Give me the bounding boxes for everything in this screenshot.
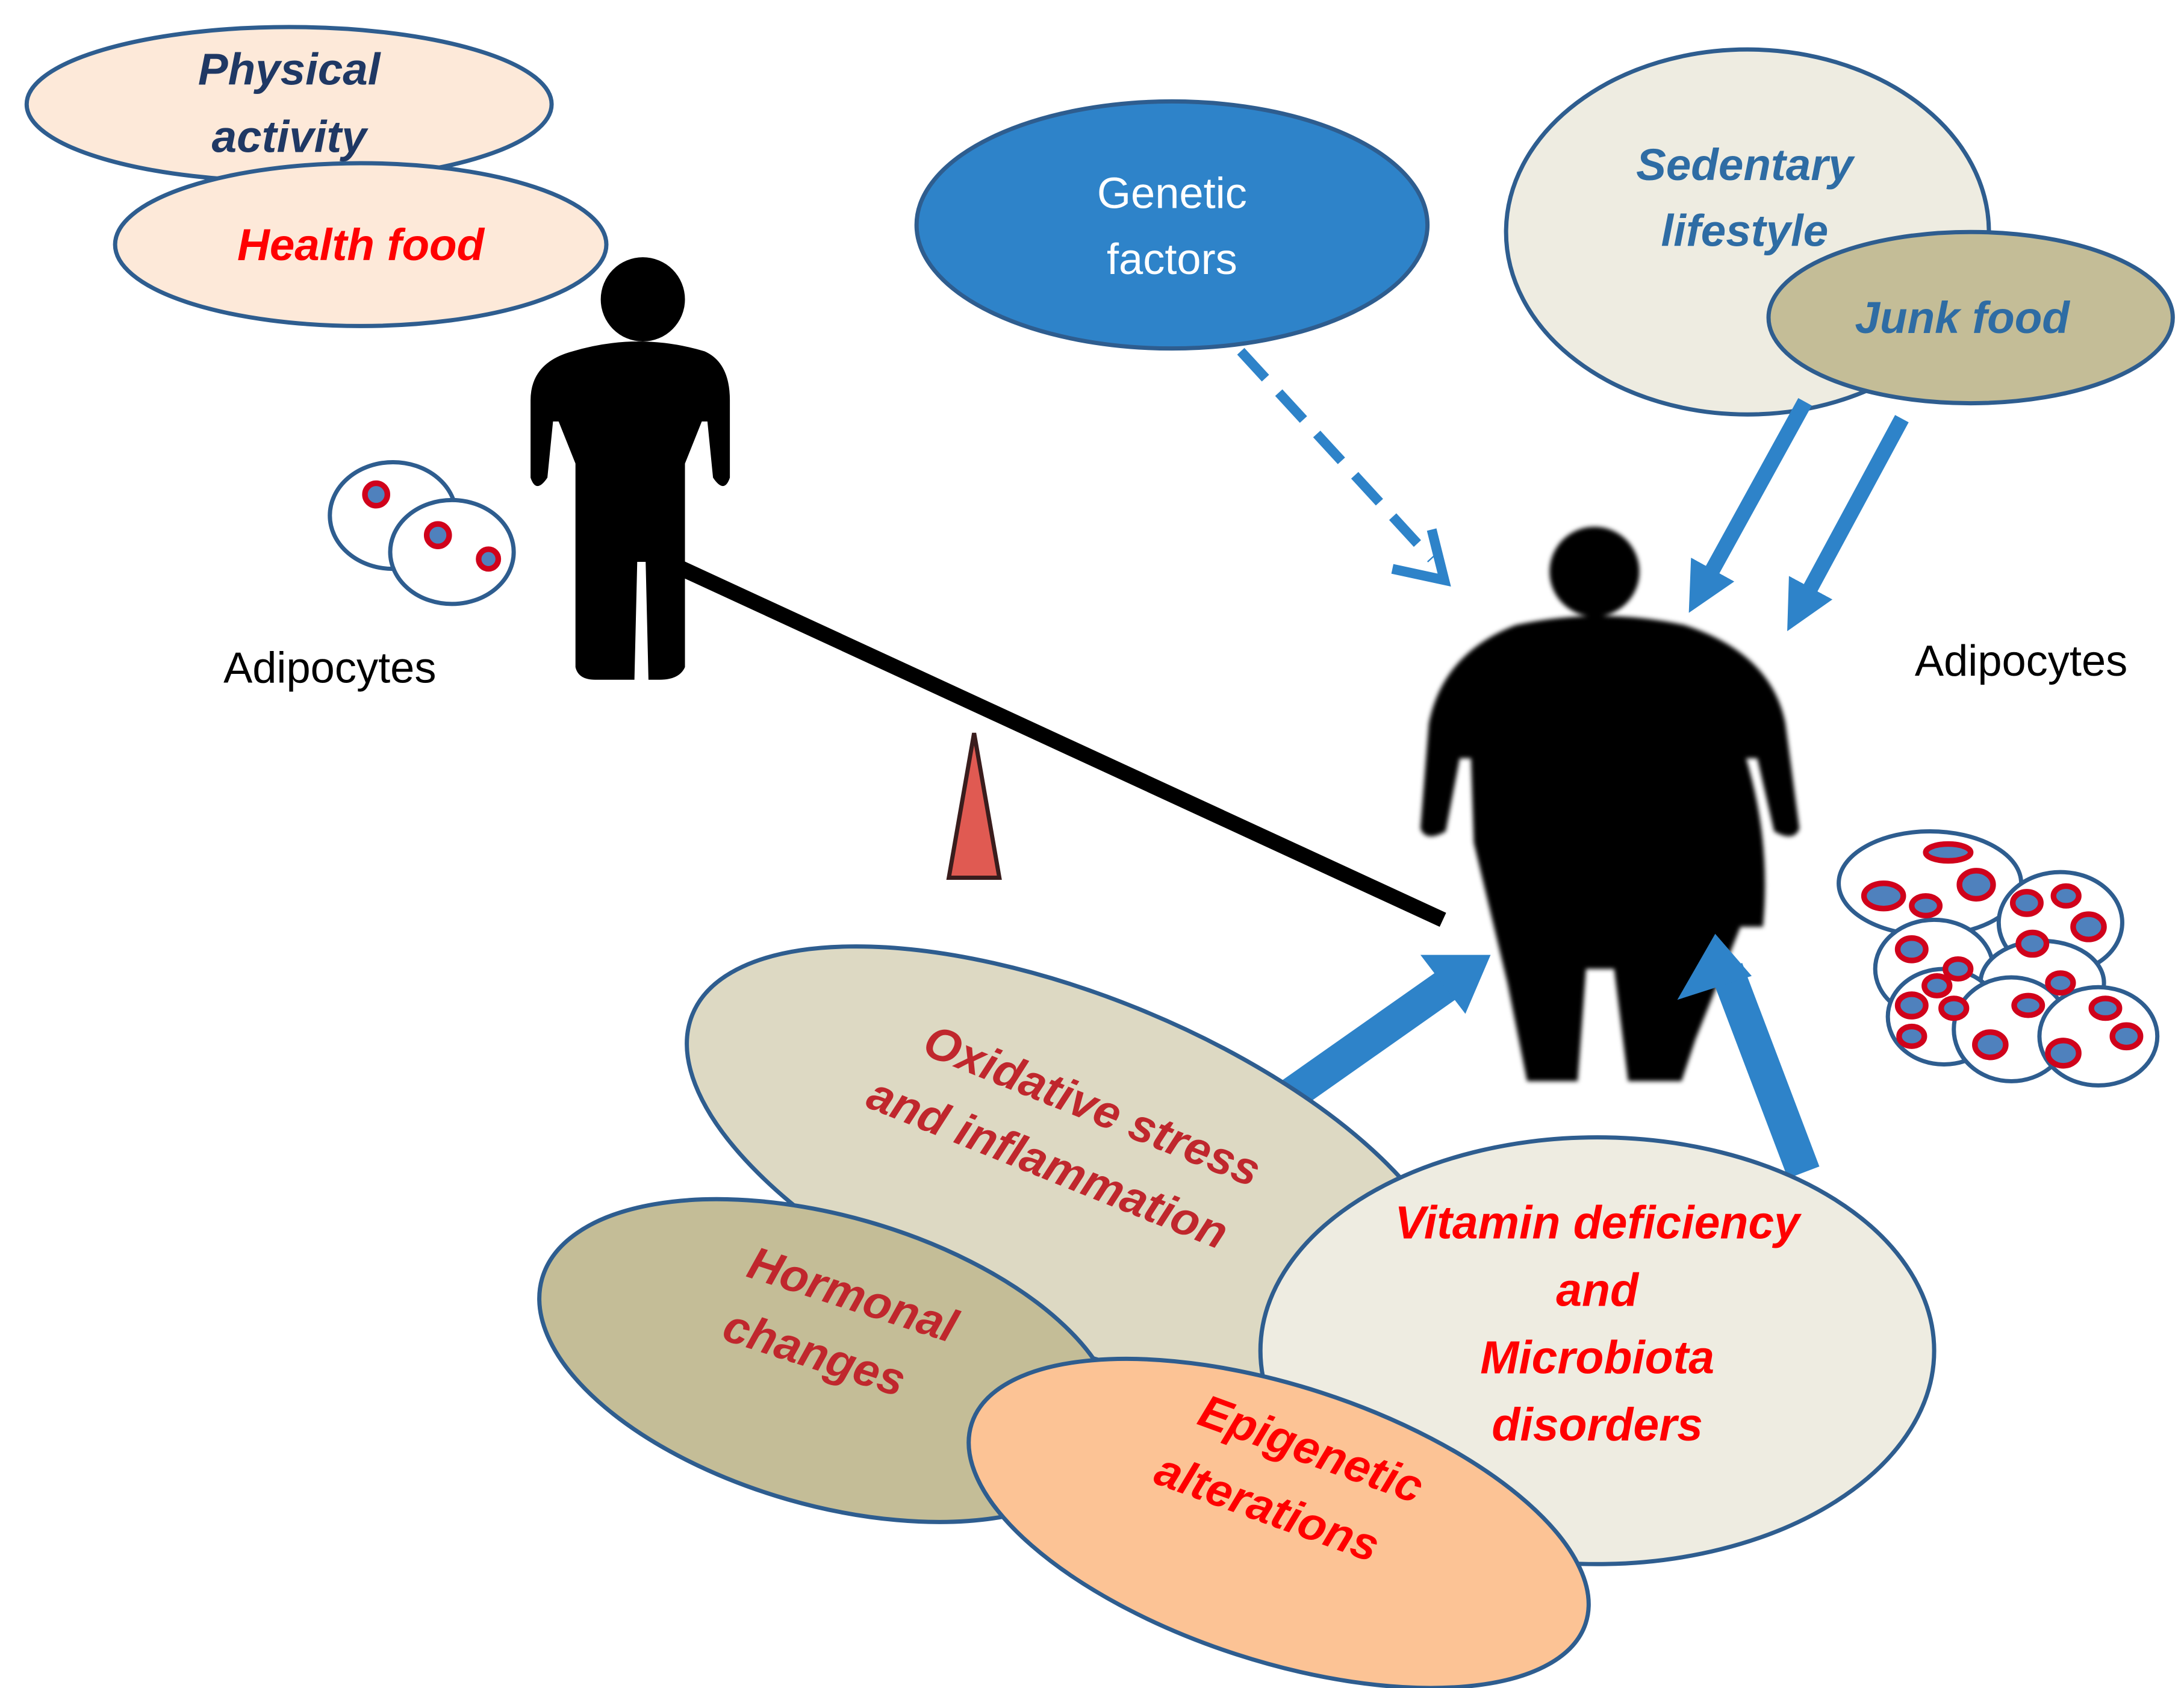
genetic-dashed-arrow	[1237, 347, 1451, 587]
large-adipocytes	[1837, 829, 2160, 1088]
physical-activity-bubble: Physical activity	[24, 25, 554, 184]
vitamin-line4: disorders	[1492, 1399, 1702, 1451]
thin-person-silhouette	[530, 257, 730, 680]
seesaw-fulcrum	[946, 732, 1002, 880]
junk-food-bubble: Junk food	[1766, 229, 2175, 406]
genetic-factors-line2: factors	[1107, 235, 1237, 284]
epigenetic-alterations-bubble: Epigenetic alterations	[966, 1356, 1591, 1688]
lifestyle-arrows	[1688, 398, 1909, 632]
small-adipocytes	[328, 459, 516, 606]
genetic-factors-line1: Genetic	[1097, 170, 1247, 218]
physical-activity-line1: Physical	[198, 43, 381, 94]
health-food-label: Health food	[237, 219, 485, 270]
vitamin-line1: Vitamin deficiency	[1395, 1197, 1802, 1249]
seesaw	[676, 560, 1446, 927]
adipocytes-right-label: Adipocytes	[1915, 637, 2127, 685]
adipocytes-left-label: Adipocytes	[223, 644, 436, 692]
sedentary-line1: Sedentary	[1636, 139, 1855, 190]
physical-activity-line2: activity	[212, 111, 369, 161]
sedentary-lifestyle-bubble: Sedentary lifestyle	[1504, 47, 1991, 417]
health-food-bubble: Health food	[113, 161, 609, 328]
oxidative-stress-bubble: Oxidative stress and inflammation	[685, 944, 1460, 1392]
vitamin-line2: and	[1556, 1264, 1640, 1316]
vitamin-line3: Microbiota	[1480, 1331, 1714, 1383]
genetic-factors-bubble: Genetic factors	[914, 99, 1430, 351]
junk-food-label: Junk food	[1855, 292, 2071, 343]
factor-arrows	[1260, 933, 1820, 1179]
sedentary-line2: lifestyle	[1661, 205, 1829, 256]
